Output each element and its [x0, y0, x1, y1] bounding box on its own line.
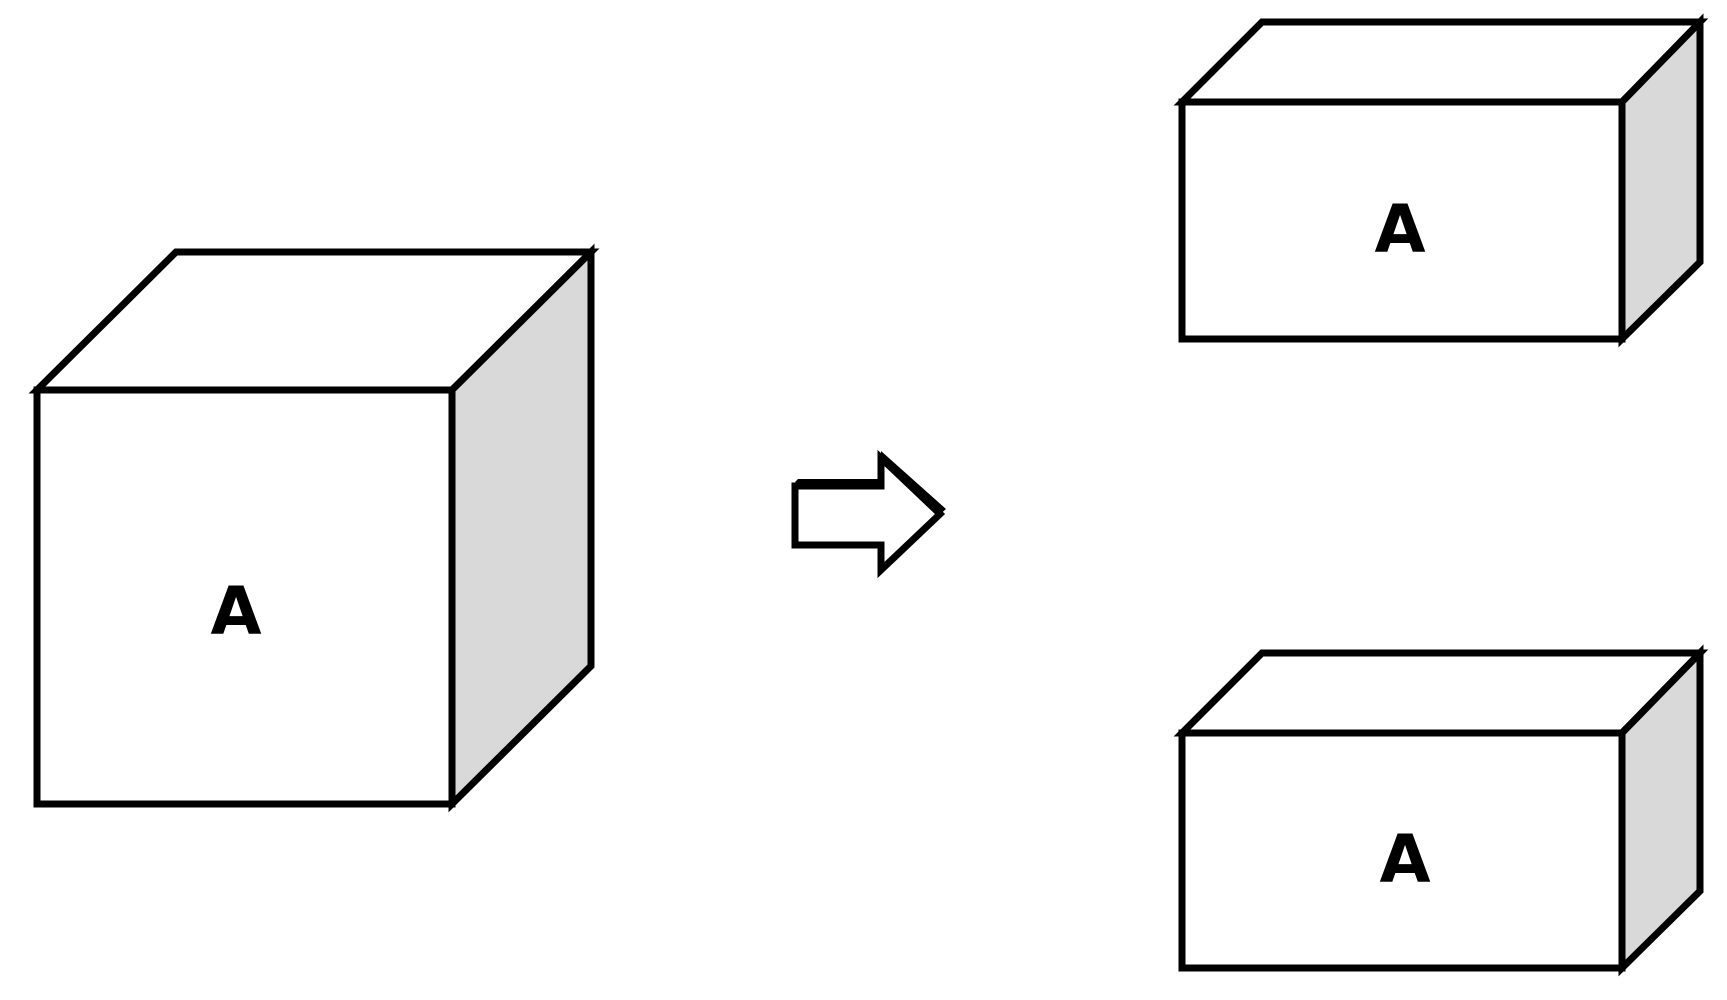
result-box-top-top-face: [1173, 18, 1709, 106]
source-cube-label: A: [210, 573, 261, 650]
result-box-bottom-label: A: [1379, 821, 1430, 898]
result-box-top-label: A: [1374, 191, 1425, 268]
result-box-top: A: [1173, 13, 1709, 348]
right-arrow-icon: [791, 449, 946, 579]
source-cube-front-face: [33, 386, 456, 808]
result-box-bottom: A: [1173, 644, 1709, 977]
source-cube: A: [28, 243, 600, 813]
result-box-top-front-face: [1178, 98, 1626, 343]
result-box-bottom-top-face: [1173, 649, 1709, 737]
result-box-bottom-front-face: [1178, 729, 1626, 972]
arrow-body: [791, 449, 946, 579]
